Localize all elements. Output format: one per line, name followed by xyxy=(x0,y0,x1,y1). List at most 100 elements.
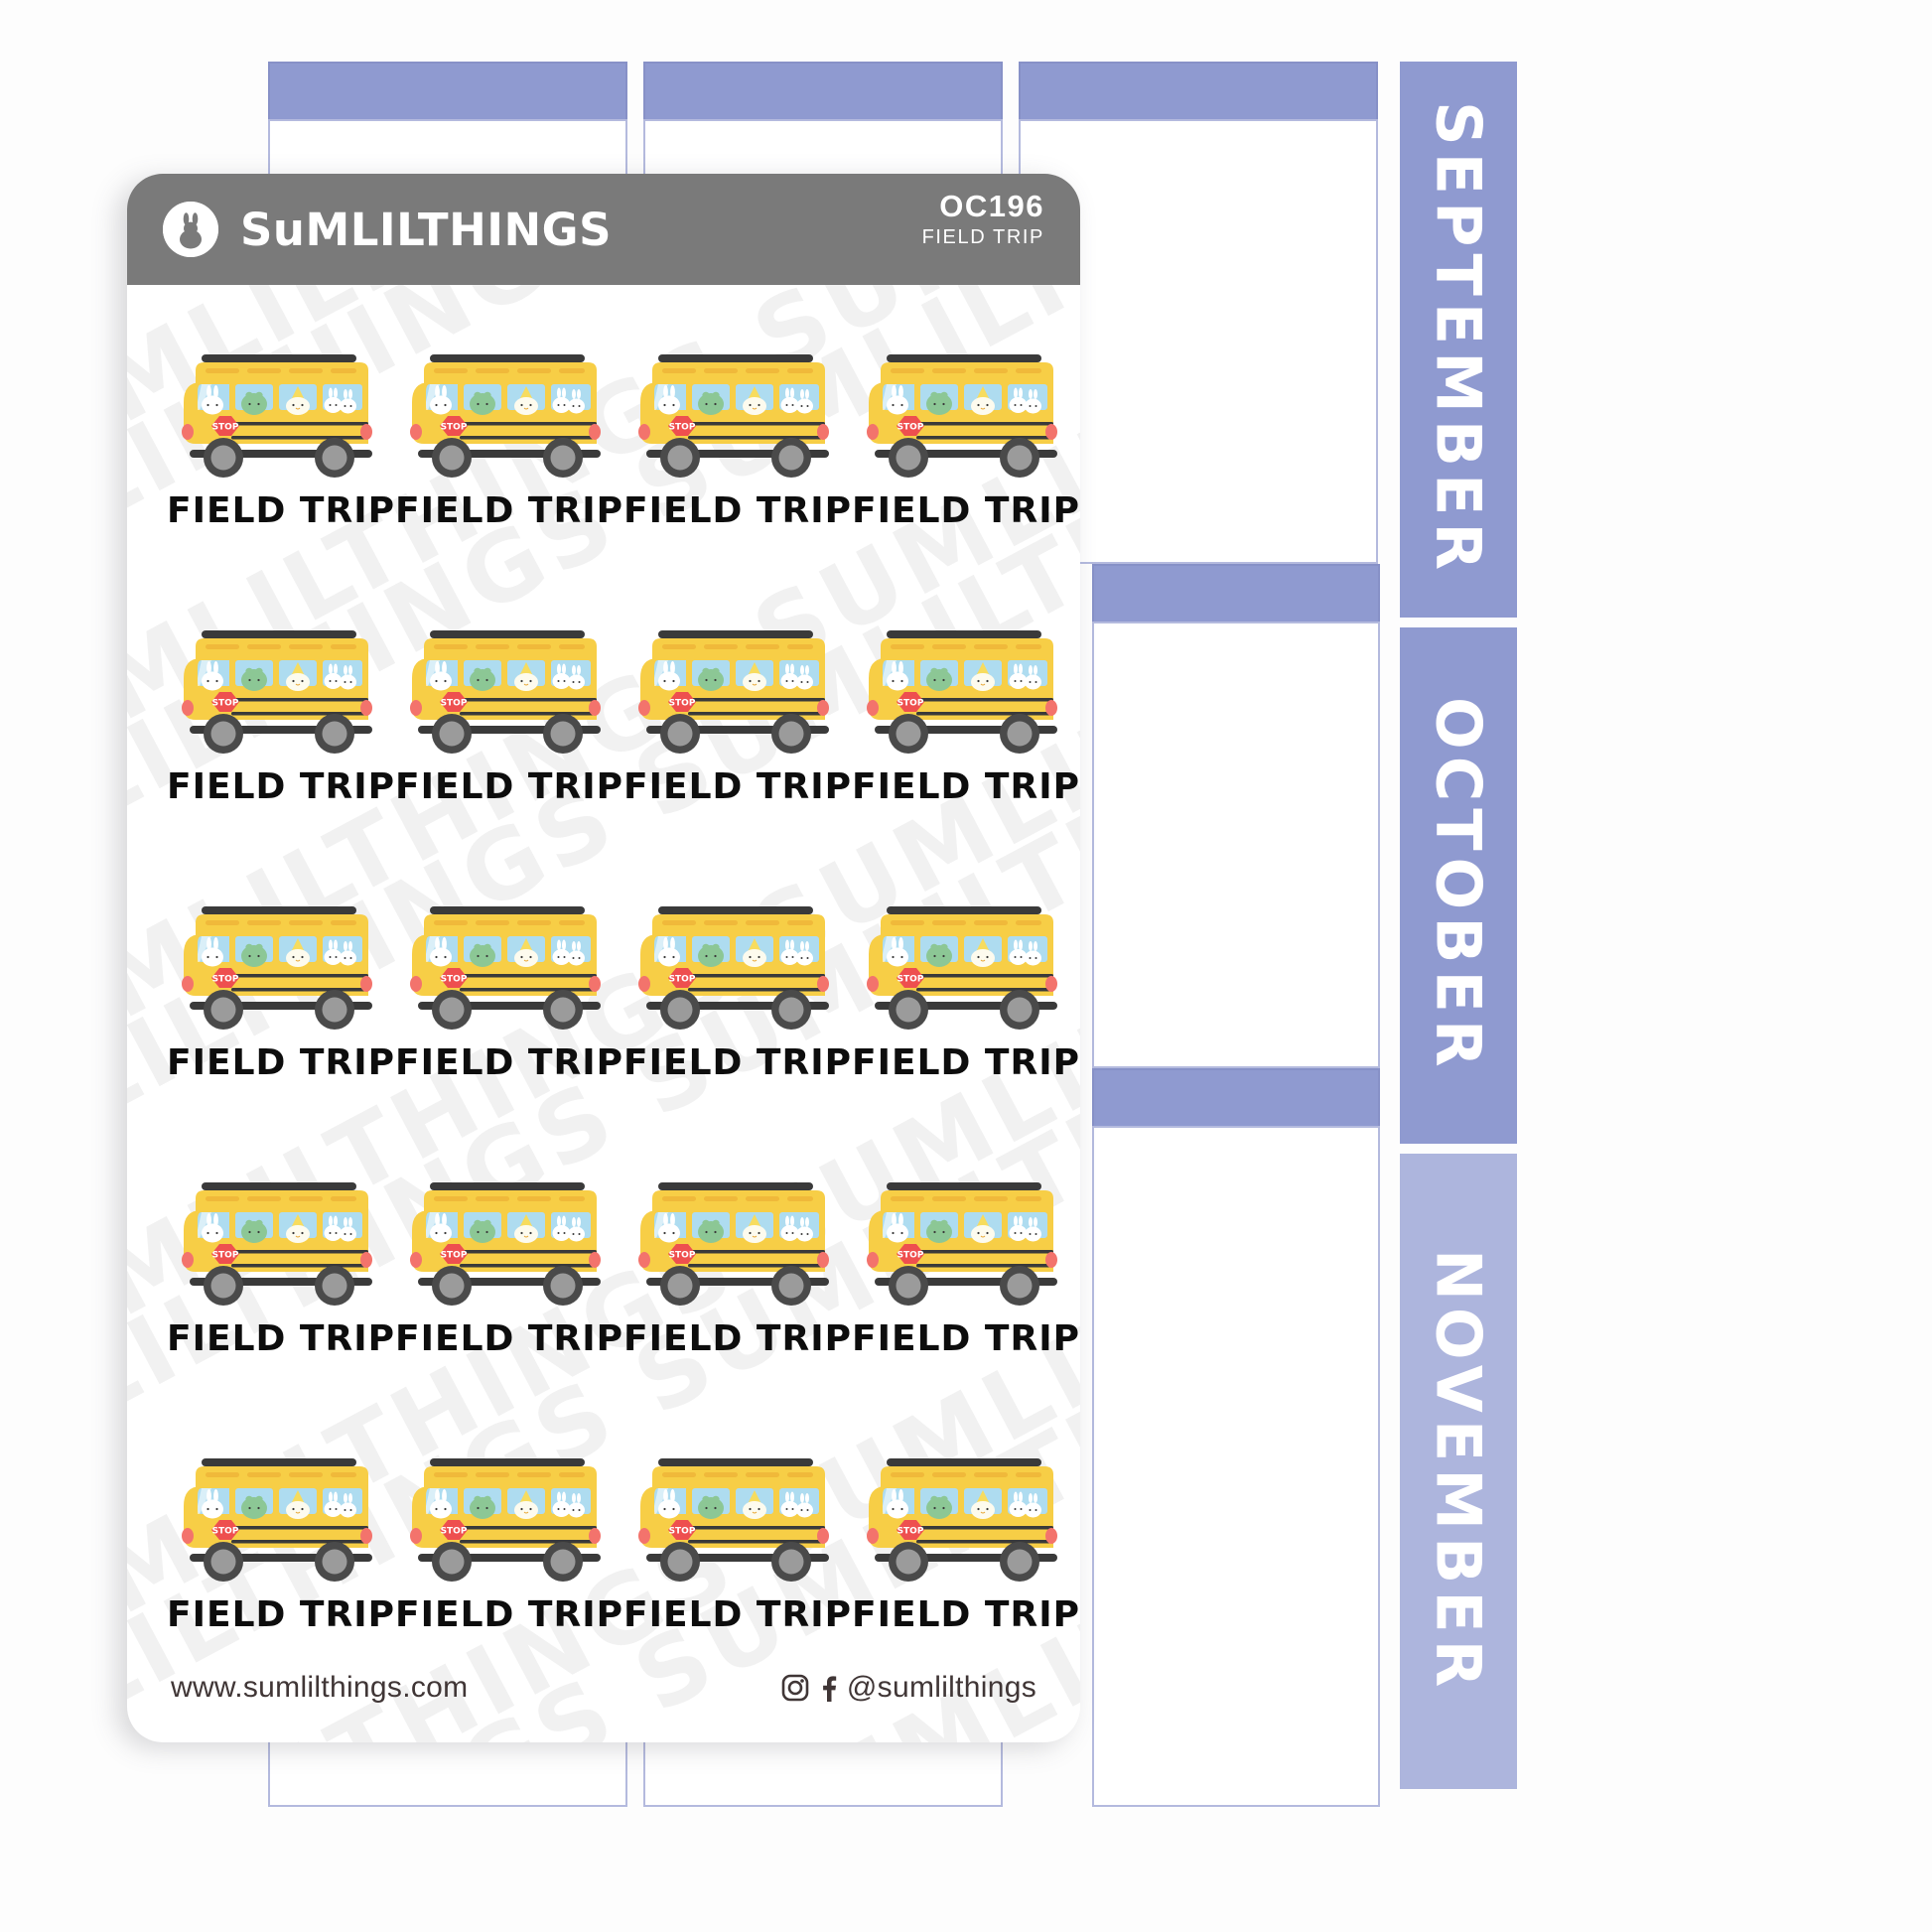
svg-text:STOP: STOP xyxy=(669,1251,696,1261)
svg-text:STOP: STOP xyxy=(897,1527,924,1537)
svg-text:STOP: STOP xyxy=(897,699,924,709)
school-bus-icon: STOP xyxy=(410,1182,601,1306)
stop-sign-icon: STOP xyxy=(897,1520,924,1540)
sticker-sheet: SUMLILTHINGS SUMLILTHINGS SUMLILTHINGS S… xyxy=(127,174,1080,1742)
sticker-item[interactable]: STOP FIELD TRIP xyxy=(623,1131,852,1407)
stop-sign-icon: STOP xyxy=(897,1244,924,1264)
social-handle[interactable]: @sumlilthings xyxy=(846,1671,1036,1704)
sticker-label: FIELD TRIP xyxy=(623,1042,852,1083)
sticker-label: FIELD TRIP xyxy=(623,1318,852,1359)
stop-sign-icon: STOP xyxy=(440,1520,468,1540)
facebook-icon[interactable] xyxy=(819,1674,837,1702)
sticker-item[interactable]: STOP FIELD TRIP xyxy=(623,1407,852,1683)
month-tab-label: NOVEMBER xyxy=(1422,1248,1495,1695)
calendar-cell[interactable] xyxy=(1092,1126,1380,1807)
social-block: @sumlilthings xyxy=(781,1671,1036,1705)
svg-text:STOP: STOP xyxy=(669,1527,696,1537)
stop-sign-icon: STOP xyxy=(440,1244,468,1264)
svg-text:STOP: STOP xyxy=(212,1527,239,1537)
sticker-label: FIELD TRIP xyxy=(852,1594,1080,1635)
sticker-item[interactable]: STOP FIELD TRIP xyxy=(167,855,395,1131)
sticker-label: FIELD TRIP xyxy=(395,1594,623,1635)
stop-sign-icon: STOP xyxy=(668,1520,696,1540)
calendar-cell-header xyxy=(1092,564,1380,623)
sticker-label: FIELD TRIP xyxy=(395,1318,623,1359)
sticker-item[interactable]: STOP FIELD TRIP xyxy=(395,1407,623,1683)
stop-sign-icon: STOP xyxy=(211,1520,239,1540)
calendar-cell-header xyxy=(643,62,1003,121)
sheet-header: SuMLILTHINGS OC196 FIELD TRIP xyxy=(127,174,1080,285)
school-bus-icon: STOP xyxy=(638,906,829,1030)
sticker-item[interactable]: STOP FIELD TRIP xyxy=(852,303,1080,579)
stop-sign-icon: STOP xyxy=(440,416,468,436)
svg-text:STOP: STOP xyxy=(212,699,239,709)
stop-sign-icon: STOP xyxy=(668,968,696,988)
school-bus-icon: STOP xyxy=(867,354,1057,478)
sticker-label: FIELD TRIP xyxy=(167,1594,395,1635)
school-bus-icon: STOP xyxy=(410,630,601,754)
svg-text:STOP: STOP xyxy=(897,975,924,985)
sticker-item[interactable]: STOP FIELD TRIP xyxy=(167,303,395,579)
month-tab-october[interactable]: OCTOBER xyxy=(1400,627,1517,1144)
sticker-item[interactable]: STOP FIELD TRIP xyxy=(852,1131,1080,1407)
school-bus-icon: STOP xyxy=(182,1458,372,1582)
svg-text:STOP: STOP xyxy=(897,1251,924,1261)
instagram-icon[interactable] xyxy=(781,1674,809,1702)
month-tab-november[interactable]: NOVEMBER xyxy=(1400,1154,1517,1789)
school-bus-icon: STOP xyxy=(867,1182,1057,1306)
bunny-logo-icon xyxy=(163,202,218,257)
svg-text:STOP: STOP xyxy=(441,1251,468,1261)
month-tab-label: OCTOBER xyxy=(1422,697,1495,1074)
sticker-label: FIELD TRIP xyxy=(852,490,1080,531)
school-bus-icon: STOP xyxy=(410,906,601,1030)
sticker-label: FIELD TRIP xyxy=(623,490,852,531)
school-bus-icon: STOP xyxy=(867,906,1057,1030)
sticker-label: FIELD TRIP xyxy=(167,766,395,807)
sticker-label: FIELD TRIP xyxy=(167,490,395,531)
school-bus-icon: STOP xyxy=(410,354,601,478)
svg-text:STOP: STOP xyxy=(669,699,696,709)
month-tab-label: SEPTEMBER xyxy=(1422,101,1495,578)
svg-text:STOP: STOP xyxy=(669,975,696,985)
sticker-item[interactable]: STOP FIELD TRIP xyxy=(623,855,852,1131)
svg-text:STOP: STOP xyxy=(441,423,468,433)
stop-sign-icon: STOP xyxy=(897,416,924,436)
sticker-item[interactable]: STOP FIELD TRIP xyxy=(395,303,623,579)
sticker-item[interactable]: STOP FIELD TRIP xyxy=(852,855,1080,1131)
sticker-item[interactable]: STOP FIELD TRIP xyxy=(167,1131,395,1407)
sku-block: OC196 FIELD TRIP xyxy=(921,189,1044,249)
sticker-item[interactable]: STOP FIELD TRIP xyxy=(623,579,852,855)
sticker-item[interactable]: STOP FIELD TRIP xyxy=(852,579,1080,855)
school-bus-icon: STOP xyxy=(638,1458,829,1582)
sticker-label: FIELD TRIP xyxy=(852,1042,1080,1083)
sticker-item[interactable]: STOP FIELD TRIP xyxy=(167,579,395,855)
svg-text:STOP: STOP xyxy=(441,975,468,985)
sticker-label: FIELD TRIP xyxy=(623,1594,852,1635)
calendar-cell-header xyxy=(268,62,627,121)
school-bus-icon: STOP xyxy=(182,630,372,754)
stop-sign-icon: STOP xyxy=(440,692,468,712)
stop-sign-icon: STOP xyxy=(897,692,924,712)
sticker-item[interactable]: STOP FIELD TRIP xyxy=(395,579,623,855)
calendar-cell[interactable] xyxy=(1092,621,1380,1068)
sku-name: FIELD TRIP xyxy=(921,226,1044,249)
svg-text:STOP: STOP xyxy=(212,423,239,433)
month-tab-september[interactable]: SEPTEMBER xyxy=(1400,62,1517,618)
school-bus-icon: STOP xyxy=(638,1182,829,1306)
sticker-item[interactable]: STOP FIELD TRIP xyxy=(395,855,623,1131)
website-link[interactable]: www.sumlilthings.com xyxy=(171,1671,469,1704)
calendar-cell-header xyxy=(1092,1068,1380,1128)
school-bus-icon: STOP xyxy=(182,906,372,1030)
sticker-item[interactable]: STOP FIELD TRIP xyxy=(395,1131,623,1407)
sticker-item[interactable]: STOP FIELD TRIP xyxy=(167,1407,395,1683)
sticker-item[interactable]: STOP FIELD TRIP xyxy=(852,1407,1080,1683)
sticker-grid: STOP FIELD TRIP xyxy=(167,303,1079,1683)
sticker-label: FIELD TRIP xyxy=(852,1318,1080,1359)
school-bus-icon: STOP xyxy=(182,354,372,478)
svg-text:STOP: STOP xyxy=(669,423,696,433)
sticker-label: FIELD TRIP xyxy=(395,1042,623,1083)
sticker-label: FIELD TRIP xyxy=(395,766,623,807)
sticker-item[interactable]: STOP FIELD TRIP xyxy=(623,303,852,579)
stop-sign-icon: STOP xyxy=(211,692,239,712)
